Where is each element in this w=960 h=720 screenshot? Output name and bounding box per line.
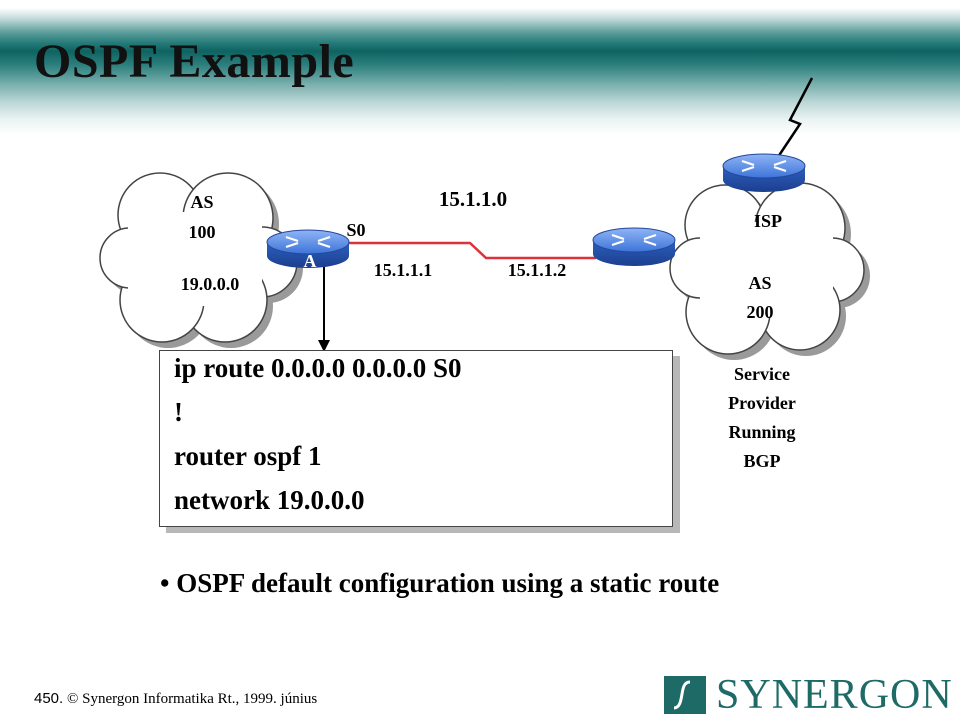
cloud-icon [99,172,303,348]
header-band [0,0,960,135]
provider-line: Service [734,364,790,384]
logo-mark-icon [664,676,706,714]
cloud-icon [669,182,870,360]
config-line: router ospf 1 [174,441,322,471]
footer: 450. © Synergon Informatika Rt., 1999. j… [34,690,317,708]
bullet-point: • OSPF default configuration using a sta… [160,568,720,598]
bullet-text: OSPF default configuration using a stati… [176,568,720,598]
copyright: © Synergon Informatika Rt., 1999. június [66,691,318,707]
link-network-label: 15.1.1.0 [439,187,507,211]
provider-line: BGP [743,451,780,471]
logo-text: SYNERGON [716,672,953,718]
config-line: ip route 0.0.0.0 0.0.0.0 S0 [174,353,462,383]
router-icon [266,229,350,268]
router-icon [592,227,676,266]
serial-link [348,241,596,260]
left-ip-label: 15.1.1.1 [374,260,433,280]
config-line: ! [174,397,183,427]
right-ip-label: 15.1.1.2 [508,260,567,280]
left-cloud-network: 19.0.0.0 [181,274,240,294]
page-number: 450. [34,690,64,707]
right-cloud-as-number: 200 [747,302,774,322]
left-cloud-as-label: AS [190,192,213,212]
provider-line: Running [728,422,795,442]
page-title: OSPF Example [34,35,355,88]
lightning-icon [774,77,814,161]
config-box: ip route 0.0.0.0 0.0.0.0 S0 ! router osp… [159,350,673,527]
provider-line: Provider [728,393,796,413]
arrow-down-icon [318,264,330,352]
router-a-label: A [304,251,317,271]
interface-label: S0 [346,220,365,240]
config-line: network 19.0.0.0 [174,485,365,515]
router-icon [722,153,806,192]
right-cloud-as-label: AS [748,273,771,293]
left-cloud-as-number: 100 [189,222,216,242]
isp-label: ISP [754,211,782,231]
